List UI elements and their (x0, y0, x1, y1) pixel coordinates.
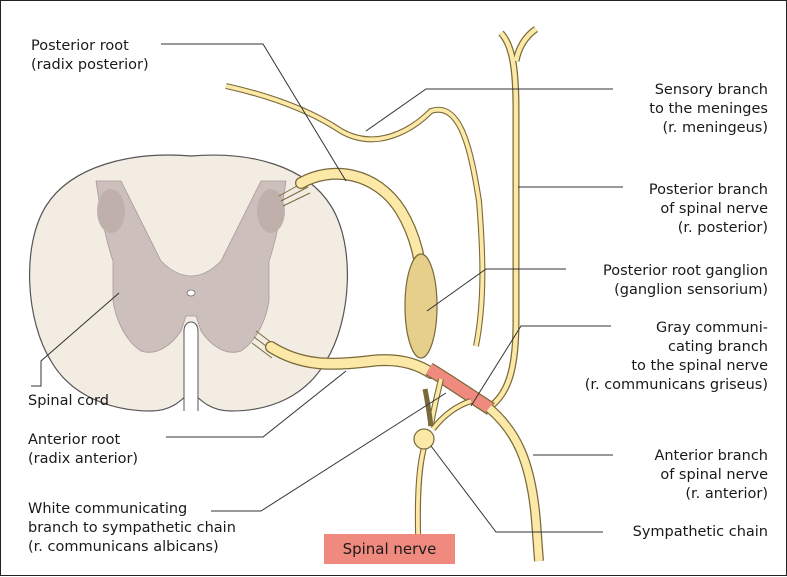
label-sympathetic-chain: Sympathetic chain (633, 523, 768, 542)
leader-sensory-branch (366, 89, 613, 131)
label-line: of spinal nerve (649, 200, 768, 219)
label-line: Posterior branch (649, 181, 768, 200)
label-ganglion: Posterior root ganglion (ganglion sensor… (603, 262, 768, 300)
label-anterior-branch: Anterior branch of spinal nerve (r. ante… (654, 447, 768, 504)
label-line: (r. communicans albicans) (28, 538, 236, 557)
label-line: (r. meningeus) (649, 119, 768, 138)
label-line: (radix anterior) (28, 450, 138, 469)
leader-ganglion (427, 269, 566, 311)
anterior-branch-fill (489, 408, 539, 561)
label-gray-comm: Gray communi- cating branch to the spina… (585, 319, 768, 395)
label-line: Sensory branch (649, 81, 768, 100)
label-line: Spinal cord (28, 392, 109, 411)
spinal-nerve-tag: Spinal nerve (324, 534, 455, 564)
label-line: Posterior root (31, 37, 149, 56)
label-sensory-branch: Sensory branch to the meninges (r. menin… (649, 81, 768, 138)
gray-communicating-fill (433, 401, 471, 429)
label-line: to the spinal nerve (585, 357, 768, 376)
label-spinal-cord: Spinal cord (28, 392, 109, 411)
label-line: Anterior branch (654, 447, 768, 466)
label-line: Posterior root ganglion (603, 262, 768, 281)
posterior-horn-right (257, 189, 285, 233)
posterior-root-ganglion (405, 254, 437, 358)
label-line: (ganglion sensorium) (603, 281, 768, 300)
label-line: (radix posterior) (31, 56, 149, 75)
label-line: to the meninges (649, 100, 768, 119)
label-line: (r. posterior) (649, 219, 768, 238)
label-posterior-root: Posterior root (radix posterior) (31, 37, 149, 75)
label-line: (r. communicans griseus) (585, 376, 768, 395)
label-line: cating branch (585, 338, 768, 357)
label-line: Sympathetic chain (633, 523, 768, 542)
leader-sympathetic-chain (431, 446, 603, 532)
sympathetic-trunk-upper (425, 389, 431, 426)
label-line: branch to sympathetic chain (28, 519, 236, 538)
central-canal (187, 290, 195, 296)
label-anterior-root: Anterior root (radix anterior) (28, 431, 138, 469)
label-line: Anterior root (28, 431, 138, 450)
label-white-comm: White communicating branch to sympatheti… (28, 500, 236, 557)
label-line: Gray communi- (585, 319, 768, 338)
posterior-horn-left (97, 189, 125, 233)
label-line: White communicating (28, 500, 236, 519)
anterior-fissure (184, 322, 198, 411)
label-posterior-branch: Posterior branch of spinal nerve (r. pos… (649, 181, 768, 238)
label-line: (r. anterior) (654, 485, 768, 504)
label-line: of spinal nerve (654, 466, 768, 485)
